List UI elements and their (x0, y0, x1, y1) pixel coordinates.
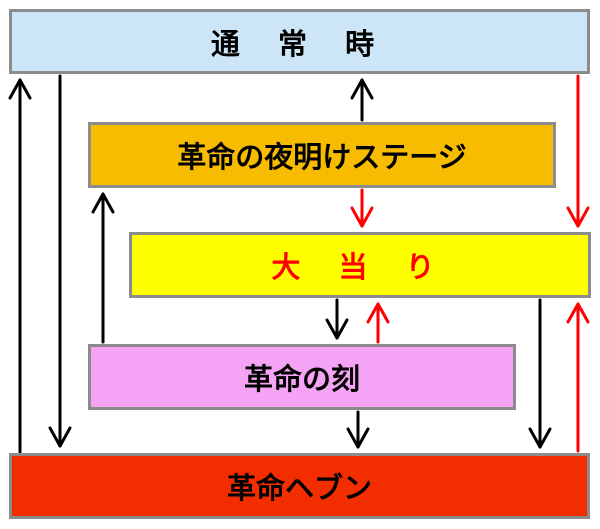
arrow-jackpot-to-heaven (528, 298, 552, 449)
state-revolution-koku: 革命の刻 (88, 344, 516, 410)
state-revolution-koku-label: 革命の刻 (243, 362, 360, 396)
state-jackpot: 大 当 り (129, 232, 591, 298)
arrow-stage-to-normal (350, 78, 374, 122)
state-normal: 通 常 時 (9, 9, 590, 74)
state-normal-label: 通 常 時 (210, 26, 389, 61)
arrow-jackpot-to-koku (325, 298, 349, 340)
state-revolution-stage: 革命の夜明けステージ (88, 122, 556, 188)
arrow-normal-to-jackpot (566, 74, 590, 228)
state-jackpot-label: 大 当 り (271, 250, 449, 284)
state-revolution-stage-label: 革命の夜明けステージ (177, 140, 467, 174)
state-revolution-heaven: 革命ヘブン (9, 453, 590, 519)
arrow-koku-to-stage (91, 192, 115, 344)
arrow-heaven-to-jackpot (566, 302, 590, 453)
arrow-koku-to-heaven (346, 410, 370, 449)
arrow-koku-to-jackpot (366, 302, 390, 344)
arrow-stage-to-jackpot (350, 188, 374, 228)
arrow-heaven-to-normal (8, 78, 32, 454)
arrow-normal-to-heaven (48, 74, 72, 448)
state-revolution-heaven-label: 革命ヘブン (226, 471, 372, 505)
